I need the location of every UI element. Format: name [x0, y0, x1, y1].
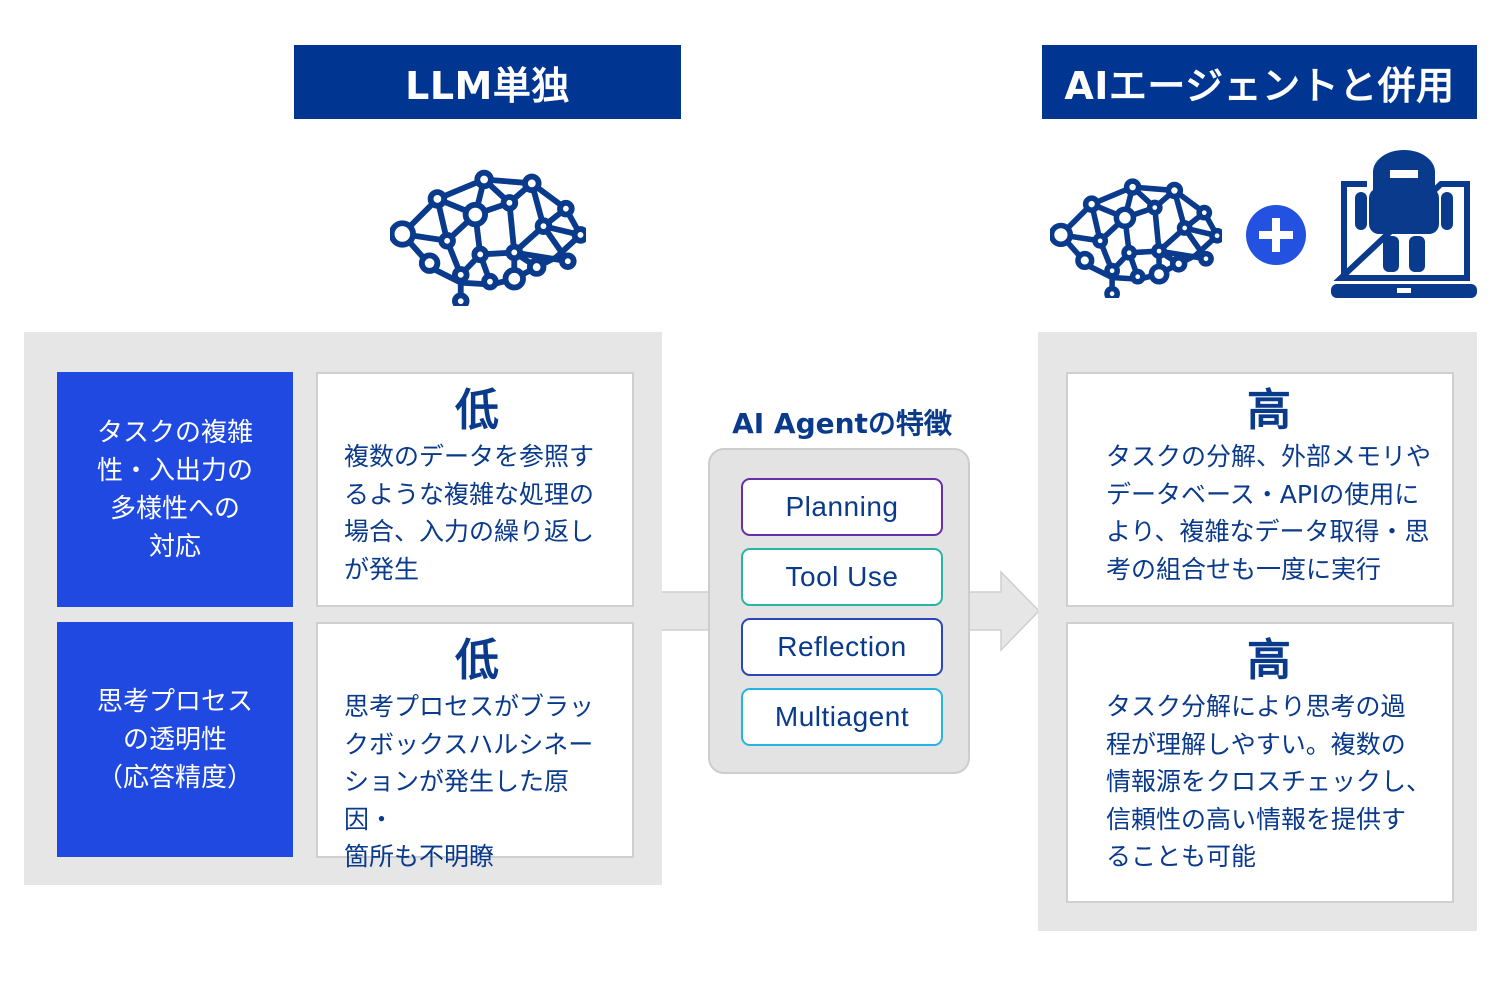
agent-transparency-cell: 高 タスク分解により思考の過 程が理解しやすい。複数の 情報源をクロスチェックし… [1066, 622, 1454, 903]
brain-network-icon [390, 160, 586, 306]
feature-multiagent: Multiagent [741, 688, 943, 746]
feature-label: Reflection [777, 631, 907, 662]
features-box: Planning Tool Use Reflection Multiagent [708, 448, 970, 774]
rating-high: 高 [1247, 385, 1291, 436]
criteria-label-transparency: 思考プロセス の透明性 （応答精度） [57, 622, 293, 857]
feature-reflection: Reflection [741, 618, 943, 676]
robot-laptop-icon [1331, 150, 1477, 300]
rating-low: 低 [455, 635, 499, 686]
agent-task-complexity-cell: 高 タスクの分解、外部メモリや データベース・APIの使用に より、複雑なデータ… [1066, 372, 1454, 607]
feature-label: Planning [785, 491, 899, 522]
rating-description: タスクの分解、外部メモリや データベース・APIの使用に より、複雑なデータ取得… [1106, 442, 1432, 584]
rating-description: 思考プロセスがブラッ クボックスハルシネー ションが発生した原因・ 箇所も不明瞭 [344, 692, 595, 871]
brain-network-icon [1050, 170, 1222, 298]
feature-label: Multiagent [774, 701, 910, 732]
rating-low: 低 [455, 385, 499, 436]
llm-task-complexity-cell: 低 複数のデータを参照す るような複雑な処理の 場合、入力の繰り返し が発生 [316, 372, 634, 607]
rating-description: タスク分解により思考の過 程が理解しやすい。複数の 情報源をクロスチェックし、 … [1106, 692, 1432, 871]
ai-agent-combined-header: AIエージェントと併用 [1042, 45, 1477, 119]
llm-only-header: LLM単独 [294, 45, 681, 119]
feature-planning: Planning [741, 478, 943, 536]
llm-transparency-cell: 低 思考プロセスがブラッ クボックスハルシネー ションが発生した原因・ 箇所も不… [316, 622, 634, 871]
rating-high: 高 [1247, 635, 1291, 686]
feature-label: Tool Use [785, 561, 899, 592]
features-title: AI Agentの特徴 [732, 407, 952, 440]
rating-description: 複数のデータを参照す るような複雑な処理の 場合、入力の繰り返し が発生 [344, 442, 595, 584]
criteria-label-task-complexity: タスクの複雑 性・入出力の 多様性への 対応 [57, 372, 293, 607]
feature-tool-use: Tool Use [741, 548, 943, 606]
plus-circle-icon [1246, 205, 1306, 265]
